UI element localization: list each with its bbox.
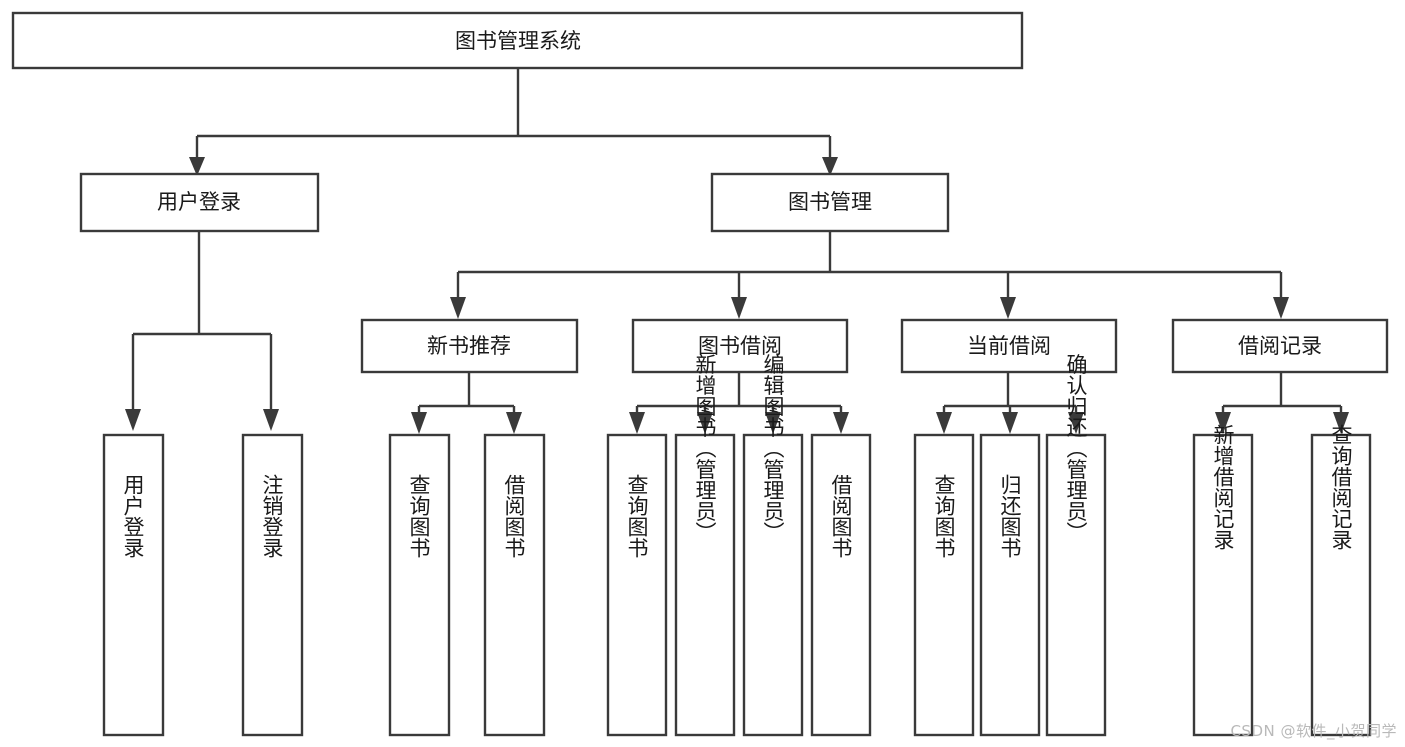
arrow-book-borrow-leaf-3: [765, 412, 781, 434]
leaf-book-borrow-add-box[interactable]: [674, 433, 736, 737]
node-book-manage[interactable]: 图书管理: [710, 172, 950, 233]
arrow-current-borrow-leaf-2: [1002, 412, 1018, 434]
arrow-to-book-manage: [822, 157, 838, 176]
leaf-current-borrow-confirm-label: 确认归还（管理员）: [1064, 354, 1088, 543]
leaf-current-borrow-confirm[interactable]: 确认归还（管理员）: [1045, 354, 1107, 737]
leaf-book-borrow-query[interactable]: 查询图书: [606, 433, 668, 737]
arrow-new-book-leaf-1: [411, 412, 427, 434]
leaf-borrow-record-query-box[interactable]: [1310, 433, 1372, 737]
arrow-user-login-leaf-2: [263, 409, 279, 431]
leaf-book-borrow-add-label: 新增图书（管理员）: [693, 354, 717, 543]
node-new-book-recommend-label: 新书推荐: [427, 334, 511, 358]
node-book-borrow-label: 图书借阅: [698, 334, 782, 358]
node-book-borrow-box[interactable]: [631, 318, 849, 374]
leaf-user-login-logout-box[interactable]: [241, 433, 304, 737]
node-current-borrow[interactable]: 当前借阅: [900, 318, 1118, 374]
arrow-book-borrow-leaf-4: [833, 412, 849, 434]
node-root[interactable]: 图书管理系统: [11, 11, 1024, 70]
leaf-new-book-query-label: 查询图书: [407, 474, 431, 558]
leaf-book-borrow-edit-box[interactable]: [742, 433, 804, 737]
leaf-book-borrow-query-label: 查询图书: [625, 474, 649, 558]
leaf-user-login-logout-label: 注销登录: [260, 474, 284, 558]
leaf-book-borrow-edit-label: 编辑图书（管理员）: [761, 354, 785, 543]
leaf-new-book-borrow[interactable]: 借阅图书: [483, 433, 546, 737]
node-borrow-record-box[interactable]: [1171, 318, 1389, 374]
arrow-to-book-borrow: [731, 297, 747, 319]
node-root-box[interactable]: [11, 11, 1024, 70]
leaf-current-borrow-return-label: 归还图书: [998, 474, 1022, 558]
node-user-login-label: 用户登录: [157, 190, 241, 214]
leaf-book-borrow-add[interactable]: 新增图书（管理员）: [674, 354, 736, 737]
node-book-manage-box[interactable]: [710, 172, 950, 233]
arrow-to-current-borrow: [1000, 297, 1016, 319]
leaf-current-borrow-query-label: 查询图书: [932, 474, 956, 558]
node-book-manage-label: 图书管理: [788, 190, 872, 214]
leaf-current-borrow-query-box[interactable]: [913, 433, 975, 737]
leaf-borrow-record-add-box[interactable]: [1192, 433, 1254, 737]
arrow-book-borrow-leaf-2: [697, 412, 713, 434]
leaf-book-borrow-edit[interactable]: 编辑图书（管理员）: [742, 354, 804, 737]
leaf-user-login-login-box[interactable]: [102, 433, 165, 737]
leaf-current-borrow-return-box[interactable]: [979, 433, 1041, 737]
leaf-user-login-login[interactable]: 用户登录: [102, 433, 165, 737]
leaf-current-borrow-confirm-box[interactable]: [1045, 433, 1107, 737]
leaf-book-borrow-borrow-label: 借阅图书: [829, 474, 853, 558]
leaf-new-book-query[interactable]: 查询图书: [388, 433, 451, 737]
leaf-user-login-logout[interactable]: 注销登录: [241, 433, 304, 737]
node-borrow-record[interactable]: 借阅记录: [1171, 318, 1389, 374]
leaf-book-borrow-borrow[interactable]: 借阅图书: [810, 433, 872, 737]
node-new-book-recommend-box[interactable]: [360, 318, 579, 374]
arrow-to-new-book-recommend: [450, 297, 466, 319]
node-book-borrow[interactable]: 图书借阅: [631, 318, 849, 374]
arrow-current-borrow-leaf-1: [936, 412, 952, 434]
edge-layer: [125, 68, 1349, 434]
leaf-book-borrow-borrow-box[interactable]: [810, 433, 872, 737]
leaf-borrow-record-add-label: 新增借阅记录: [1211, 424, 1235, 550]
leaf-new-book-query-box[interactable]: [388, 433, 451, 737]
arrow-borrow-record-leaf-1: [1215, 412, 1231, 434]
arrow-to-user-login: [189, 157, 205, 176]
leaf-borrow-record-add[interactable]: 新增借阅记录: [1192, 424, 1254, 737]
leaf-user-login-login-label: 用户登录: [121, 474, 145, 558]
node-current-borrow-label: 当前借阅: [967, 334, 1051, 358]
leaf-new-book-borrow-box[interactable]: [483, 433, 546, 737]
node-current-borrow-box[interactable]: [900, 318, 1118, 374]
leaf-borrow-record-query[interactable]: 查询借阅记录: [1310, 424, 1372, 737]
node-root-label: 图书管理系统: [455, 29, 581, 53]
node-user-login[interactable]: 用户登录: [79, 172, 320, 233]
arrow-user-login-leaf-1: [125, 409, 141, 431]
leaf-borrow-record-query-label: 查询借阅记录: [1329, 424, 1353, 550]
arrow-new-book-leaf-2: [506, 412, 522, 434]
node-borrow-record-label: 借阅记录: [1238, 334, 1322, 358]
leaf-current-borrow-query[interactable]: 查询图书: [913, 433, 975, 737]
arrow-to-borrow-record: [1273, 297, 1289, 319]
node-user-login-box[interactable]: [79, 172, 320, 233]
arrow-borrow-record-leaf-2: [1333, 412, 1349, 434]
arrow-current-borrow-leaf-3: [1068, 412, 1084, 434]
leaf-current-borrow-return[interactable]: 归还图书: [979, 433, 1041, 737]
csdn-watermark: CSDN @软件_小贺同学: [1230, 722, 1397, 740]
leaf-book-borrow-query-box[interactable]: [606, 433, 668, 737]
leaf-new-book-borrow-label: 借阅图书: [502, 474, 526, 558]
node-new-book-recommend[interactable]: 新书推荐: [360, 318, 579, 374]
arrow-book-borrow-leaf-1: [629, 412, 645, 434]
